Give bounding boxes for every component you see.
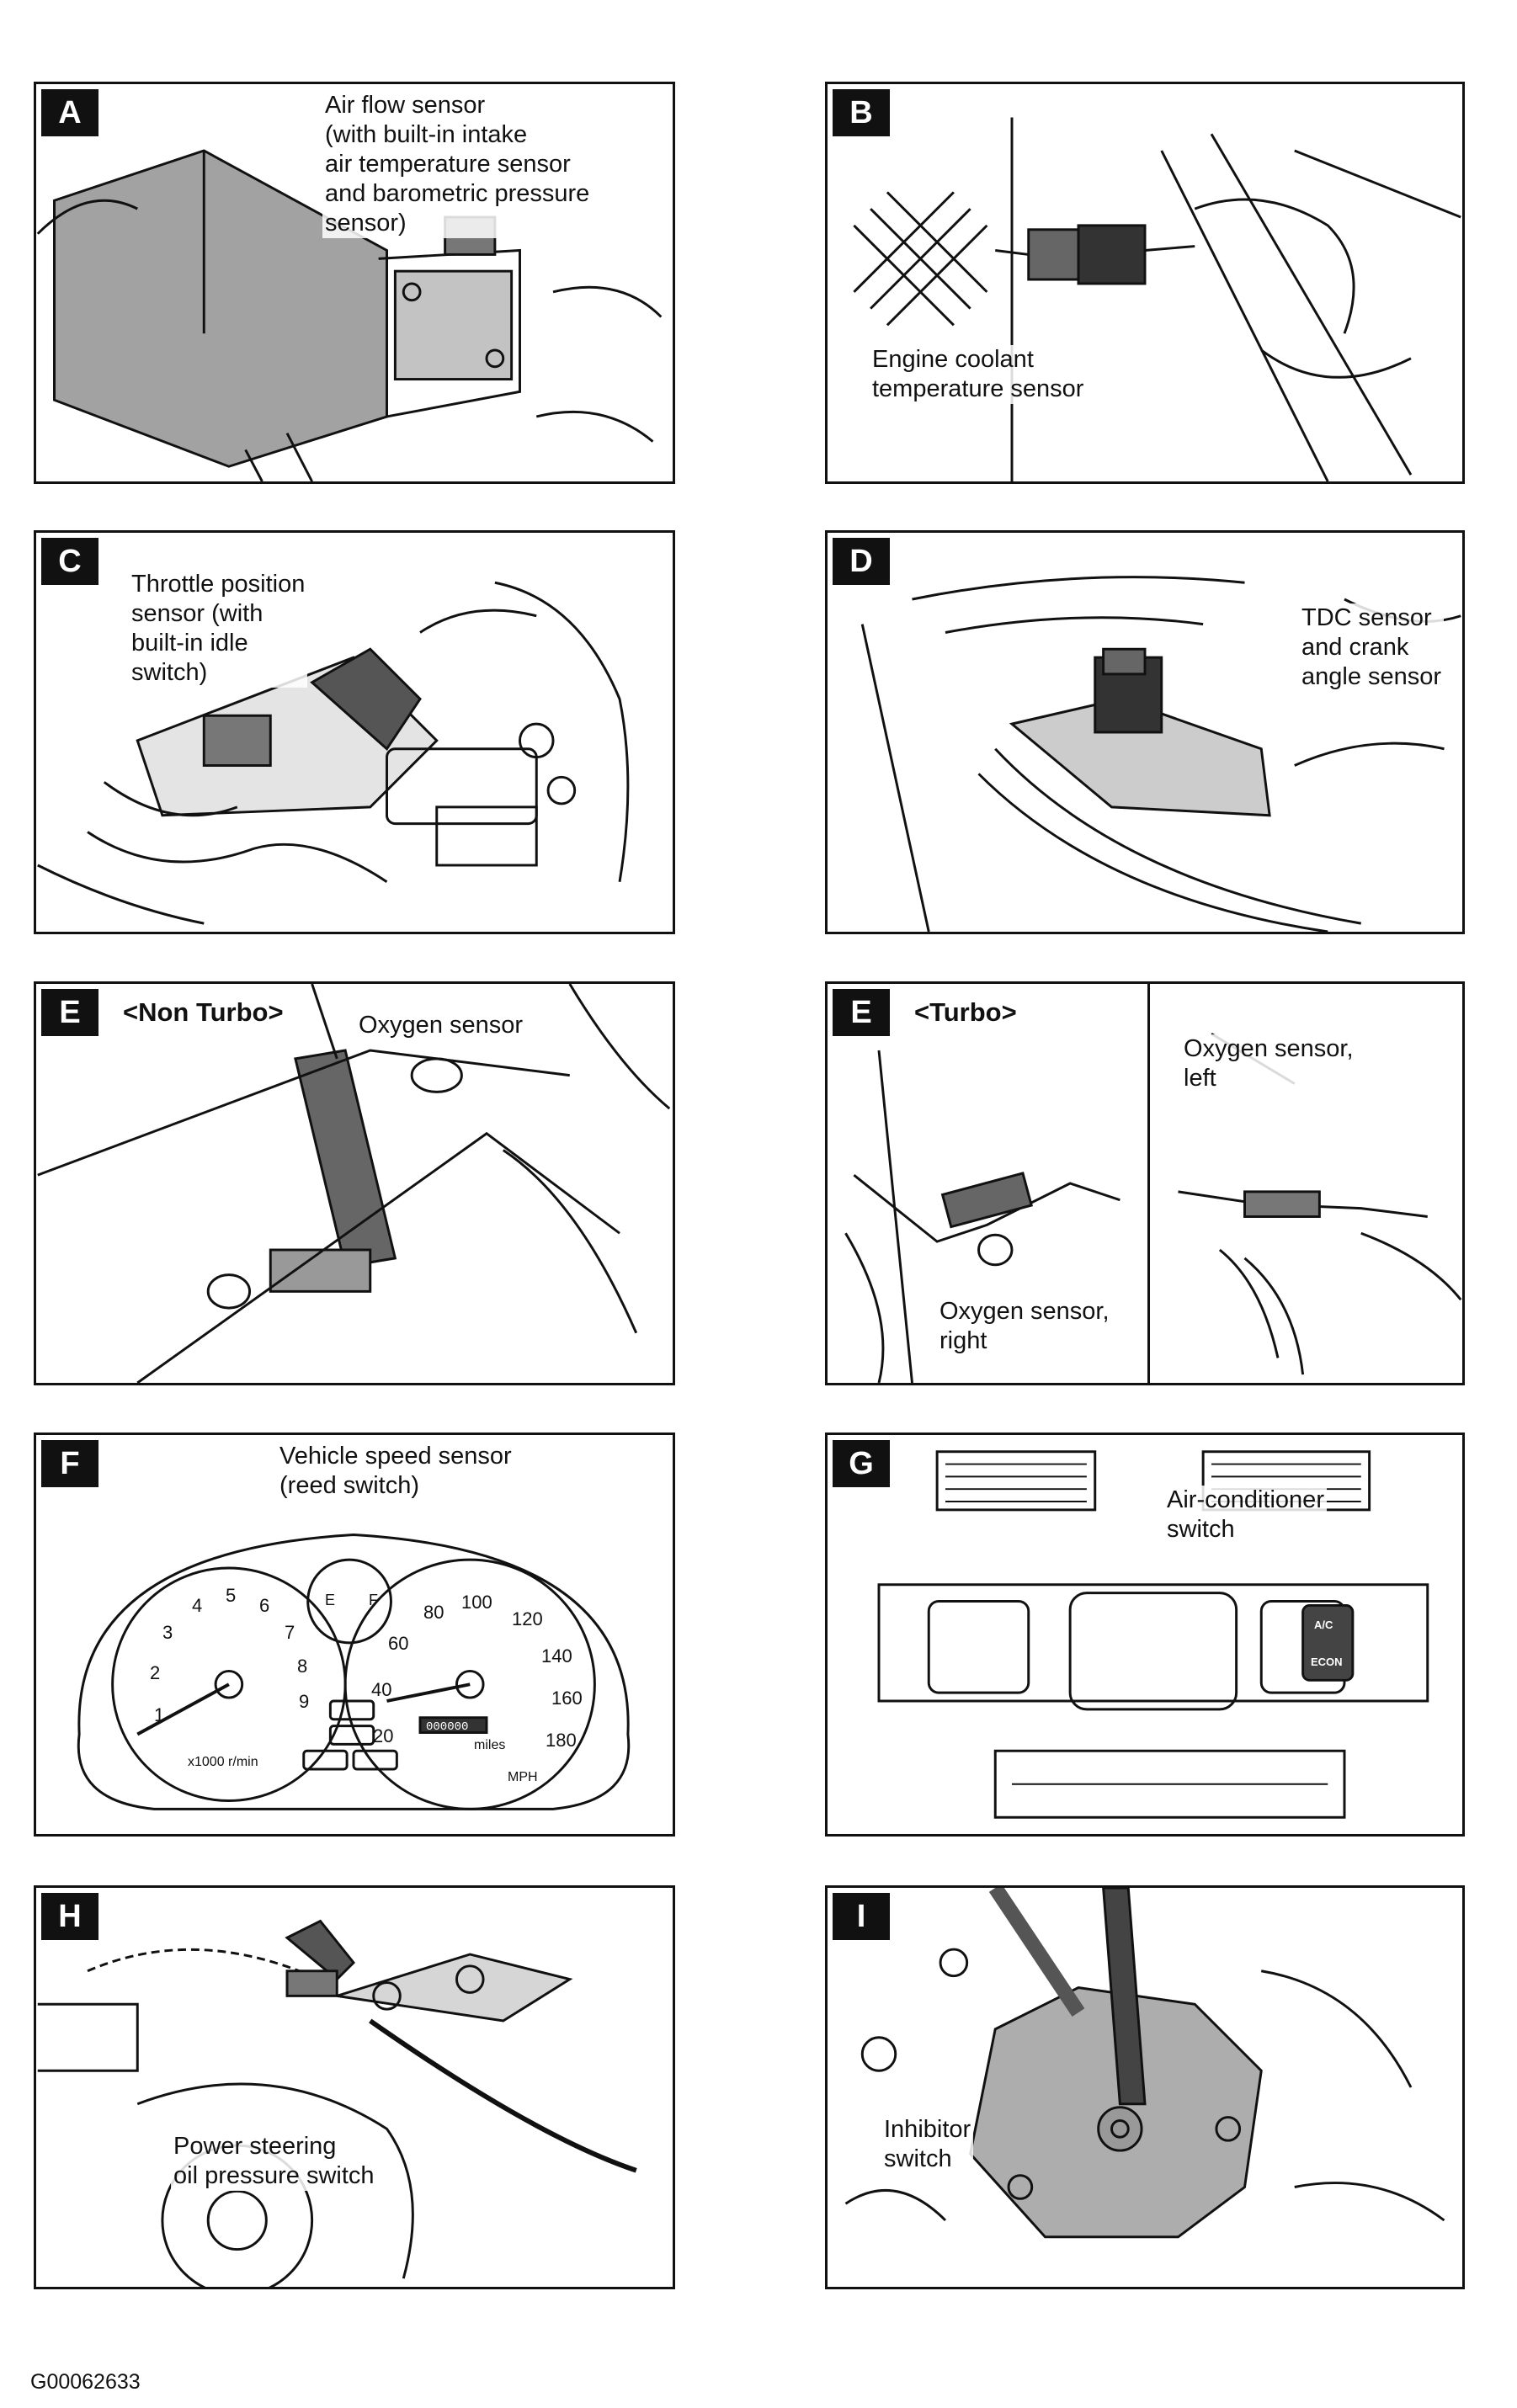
- tach-number-5: 5: [226, 1585, 237, 1606]
- tach-number-3: 3: [162, 1622, 173, 1643]
- panel-letter: G: [833, 1440, 890, 1487]
- callout-power-steering-switch: Power steering oil pressure switch: [171, 2132, 377, 2191]
- tach-number-6: 6: [259, 1595, 270, 1616]
- callout-ac-switch: Air-conditioner switch: [1164, 1486, 1327, 1544]
- tach-number-2: 2: [150, 1662, 161, 1683]
- panel-c-throttle-sensor: C Throttle position sensor (with built-i…: [34, 530, 675, 934]
- panel-b-coolant-sensor: B Engine coolant temperature sensor: [825, 82, 1465, 484]
- ac-button-label: A/C: [1314, 1619, 1333, 1631]
- speed-number-140: 140: [541, 1645, 572, 1666]
- sub-panel-divider: [1147, 984, 1150, 1383]
- odometer-display: 000000: [426, 1720, 469, 1734]
- panel-letter: E: [833, 989, 890, 1036]
- speed-number-180: 180: [546, 1730, 577, 1751]
- variant-label-turbo: <Turbo>: [912, 997, 1019, 1028]
- callout-oxygen-sensor: Oxygen sensor: [356, 1011, 526, 1040]
- callout-air-flow-sensor: Air flow sensor (with built-in intake ai…: [322, 91, 593, 238]
- variant-label-non-turbo: <Non Turbo>: [120, 997, 286, 1028]
- instrument-cluster-illustration: [77, 1534, 631, 1810]
- panel-i-inhibitor-switch: I Inhibitor switch: [825, 1885, 1465, 2289]
- speed-number-20: 20: [373, 1725, 394, 1746]
- callout-throttle-sensor: Throttle position sensor (with built-in …: [129, 570, 308, 688]
- tach-number-7: 7: [285, 1622, 295, 1643]
- tach-number-4: 4: [192, 1595, 203, 1616]
- panel-letter: F: [41, 1440, 98, 1487]
- panel-letter: I: [833, 1893, 890, 1940]
- speed-number-80: 80: [423, 1602, 444, 1623]
- panel-letter: H: [41, 1893, 98, 1940]
- throttle-body-illustration: [37, 581, 630, 925]
- figure-id: G00062633: [30, 2370, 141, 2394]
- econ-button-label: ECON: [1311, 1656, 1343, 1668]
- panel-h-power-steering-switch: H Power steering oil pressure switch: [34, 1885, 675, 2289]
- callout-oxygen-sensor-left: Oxygen sensor, left: [1181, 1034, 1356, 1093]
- panel-g-ac-switch: G Air-conditioner switch A/C ECON: [825, 1433, 1465, 1837]
- callout-oxygen-sensor-right: Oxygen sensor, right: [937, 1297, 1112, 1356]
- speed-number-40: 40: [371, 1679, 392, 1700]
- panel-e-non-turbo: E <Non Turbo> Oxygen sensor: [34, 981, 675, 1385]
- transmission-shift-illustration: [844, 1888, 1445, 2239]
- speed-number-120: 120: [512, 1608, 543, 1629]
- panel-a-air-flow-sensor: A Air flow sensor (with built-in intake …: [34, 82, 675, 484]
- power-steering-pump-illustration: [37, 1919, 637, 2287]
- tach-number-8: 8: [297, 1656, 308, 1677]
- tach-number-1: 1: [154, 1704, 165, 1725]
- dashboard-center-illustration: [877, 1450, 1429, 1819]
- speed-unit: MPH: [508, 1770, 538, 1784]
- odometer-unit: miles: [474, 1738, 506, 1752]
- oxygen-sensor-illustration: [37, 984, 671, 1383]
- speed-number-60: 60: [388, 1633, 409, 1654]
- panel-letter: A: [41, 89, 98, 136]
- panel-letter: E: [41, 989, 98, 1036]
- fuel-gauge-full: F: [369, 1592, 378, 1608]
- tach-number-9: 9: [299, 1691, 310, 1712]
- panel-e-turbo: E <Turbo> Oxygen sensor, right Oxygen se…: [825, 981, 1465, 1385]
- callout-vehicle-speed-sensor: Vehicle speed sensor (reed switch): [277, 1442, 514, 1501]
- fuel-gauge-empty: E: [325, 1592, 336, 1608]
- panel-letter: D: [833, 538, 890, 585]
- speed-number-160: 160: [551, 1688, 583, 1709]
- tach-unit: x1000 r/min: [188, 1755, 258, 1769]
- turbo-oxygen-sensors-illustration: [844, 1032, 1462, 1383]
- speed-number-100: 100: [461, 1592, 492, 1613]
- coolant-sensor-illustration: [853, 117, 1461, 481]
- panel-f-speed-sensor: F Vehicle speed sensor (reed switch) 1 2…: [34, 1433, 675, 1837]
- callout-coolant-sensor: Engine coolant temperature sensor: [870, 345, 1087, 404]
- panel-d-tdc-sensor: D TDC sensor and crank angle sensor: [825, 530, 1465, 934]
- tdc-sensor-illustration: [860, 576, 1461, 932]
- callout-tdc-sensor: TDC sensor and crank angle sensor: [1299, 603, 1445, 692]
- panel-letter: B: [833, 89, 890, 136]
- callout-inhibitor-switch: Inhibitor switch: [881, 2115, 974, 2174]
- panel-letter: C: [41, 538, 98, 585]
